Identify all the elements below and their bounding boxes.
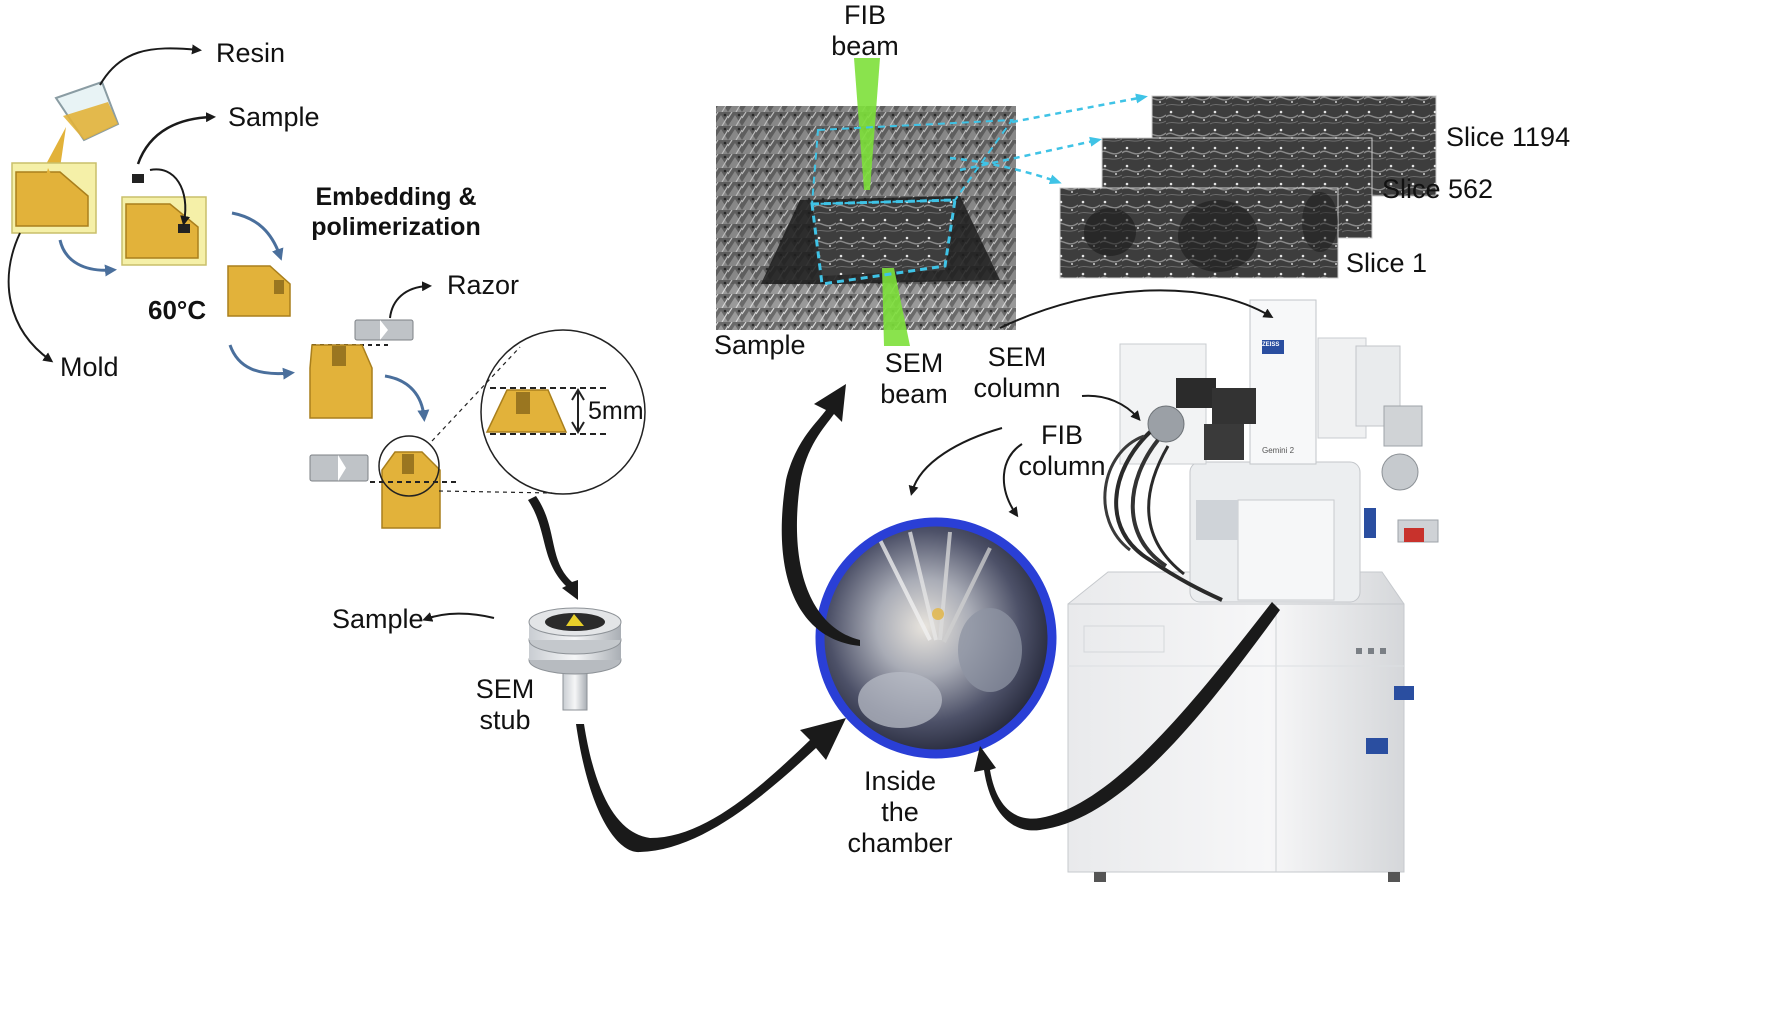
fib-beam-label-line1: FIB bbox=[843, 0, 886, 30]
resin-block-icon bbox=[15, 171, 89, 227]
fib-beam-label-line2: beam bbox=[831, 31, 899, 62]
arrow-to-sample bbox=[136, 112, 216, 165]
big-arrow-chamber-to-image bbox=[781, 384, 860, 646]
chamber-label-line3: chamber bbox=[847, 828, 953, 859]
big-arrow-to-stub bbox=[528, 496, 578, 600]
flow-arrow-2 bbox=[231, 211, 284, 261]
model-badge-text: Gemini 2 bbox=[1262, 446, 1295, 455]
embedding-label-line2: polimerization bbox=[311, 213, 481, 241]
slice-arrow-562 bbox=[959, 136, 1102, 172]
slice-1194-label: Slice 1194 bbox=[1446, 122, 1571, 152]
big-arrow-stub-to-chamber bbox=[576, 718, 846, 853]
arrow-to-stub-sample bbox=[422, 612, 495, 622]
sample-piece-icon bbox=[132, 174, 144, 183]
sem-stub-label-line2: stub bbox=[479, 705, 531, 736]
final-block-icon bbox=[381, 451, 441, 529]
arrow-to-sem-column bbox=[999, 289, 1274, 329]
sem-beam-ray bbox=[882, 268, 910, 346]
arrow-fib-column-to-chamber bbox=[1003, 443, 1023, 518]
arrow-to-fib-column bbox=[1081, 394, 1141, 422]
fib-column-label: FIB column bbox=[1012, 420, 1112, 482]
razor-label: Razor bbox=[447, 270, 520, 300]
resin-label: Resin bbox=[216, 38, 286, 68]
resin-beaker-icon bbox=[44, 80, 120, 168]
fib-beam-ray bbox=[854, 58, 880, 190]
sem-sample-image bbox=[716, 106, 1016, 330]
embedding-label: Embedding & polimerization bbox=[306, 182, 486, 242]
trimmed-block-icon bbox=[309, 344, 373, 419]
arrow-to-resin bbox=[99, 44, 202, 86]
mold-label: Mold bbox=[60, 352, 119, 382]
sample-label-stub: Sample bbox=[332, 604, 424, 634]
arrow-to-mold bbox=[7, 232, 54, 363]
fib-column-label-line1: FIB bbox=[1040, 420, 1083, 450]
sem-beam-label-line1: SEM bbox=[884, 348, 944, 378]
sample-label-top: Sample bbox=[228, 102, 320, 132]
slice-arrow-1194 bbox=[1011, 93, 1148, 124]
detail-small-circle bbox=[378, 435, 440, 497]
zeiss-badge-upper bbox=[1262, 340, 1284, 354]
chamber-ring bbox=[815, 517, 1057, 759]
chamber-label-line1: Inside bbox=[863, 766, 937, 796]
embedding-label-line1: Embedding & bbox=[315, 183, 477, 211]
size-label: 5mm bbox=[588, 397, 644, 425]
sem-stub-label-line1: SEM bbox=[475, 674, 535, 704]
sem-column-label-line1: SEM bbox=[987, 342, 1047, 372]
chamber-label: Inside the chamber bbox=[836, 766, 964, 859]
flow-arrow-4 bbox=[384, 374, 430, 422]
sem-beam-label-line2: beam bbox=[880, 379, 948, 410]
brand-badge-text: ZEISS bbox=[1262, 342, 1280, 348]
sem-column-label: SEM column bbox=[966, 342, 1068, 404]
detail-magnifier-circle bbox=[480, 329, 646, 495]
sem-beam-label: SEM beam bbox=[868, 348, 960, 410]
slice-1-label: Slice 1 bbox=[1346, 248, 1428, 278]
sample-chip-icon bbox=[178, 224, 190, 233]
sem-stub-label: SEM stub bbox=[460, 674, 550, 736]
fib-sem-instrument-photo bbox=[1067, 299, 1439, 882]
arrow-sem-column-to-chamber bbox=[908, 427, 1003, 496]
temperature-label: 60°C bbox=[148, 295, 207, 325]
fib-column-label-line2: column bbox=[1018, 451, 1106, 482]
sample-image-label: Sample bbox=[714, 330, 806, 360]
arrow-to-razor bbox=[389, 281, 432, 319]
fib-beam-label: FIB beam bbox=[820, 0, 910, 62]
zeiss-badge-lower bbox=[1366, 738, 1388, 754]
chamber-label-line2: the bbox=[881, 797, 919, 828]
sem-stub-icon bbox=[528, 607, 622, 711]
slice-562-label: Slice 562 bbox=[1382, 174, 1494, 204]
flow-arrow-3 bbox=[228, 344, 295, 380]
sem-column-label-line2: column bbox=[973, 373, 1061, 404]
flow-arrow-1 bbox=[58, 239, 117, 277]
polymerized-block-icon bbox=[227, 265, 291, 317]
milling-region-box bbox=[810, 198, 957, 286]
big-arrow-instrument-to-chamber bbox=[974, 602, 1280, 831]
slice-arrow-1 bbox=[949, 156, 1062, 185]
